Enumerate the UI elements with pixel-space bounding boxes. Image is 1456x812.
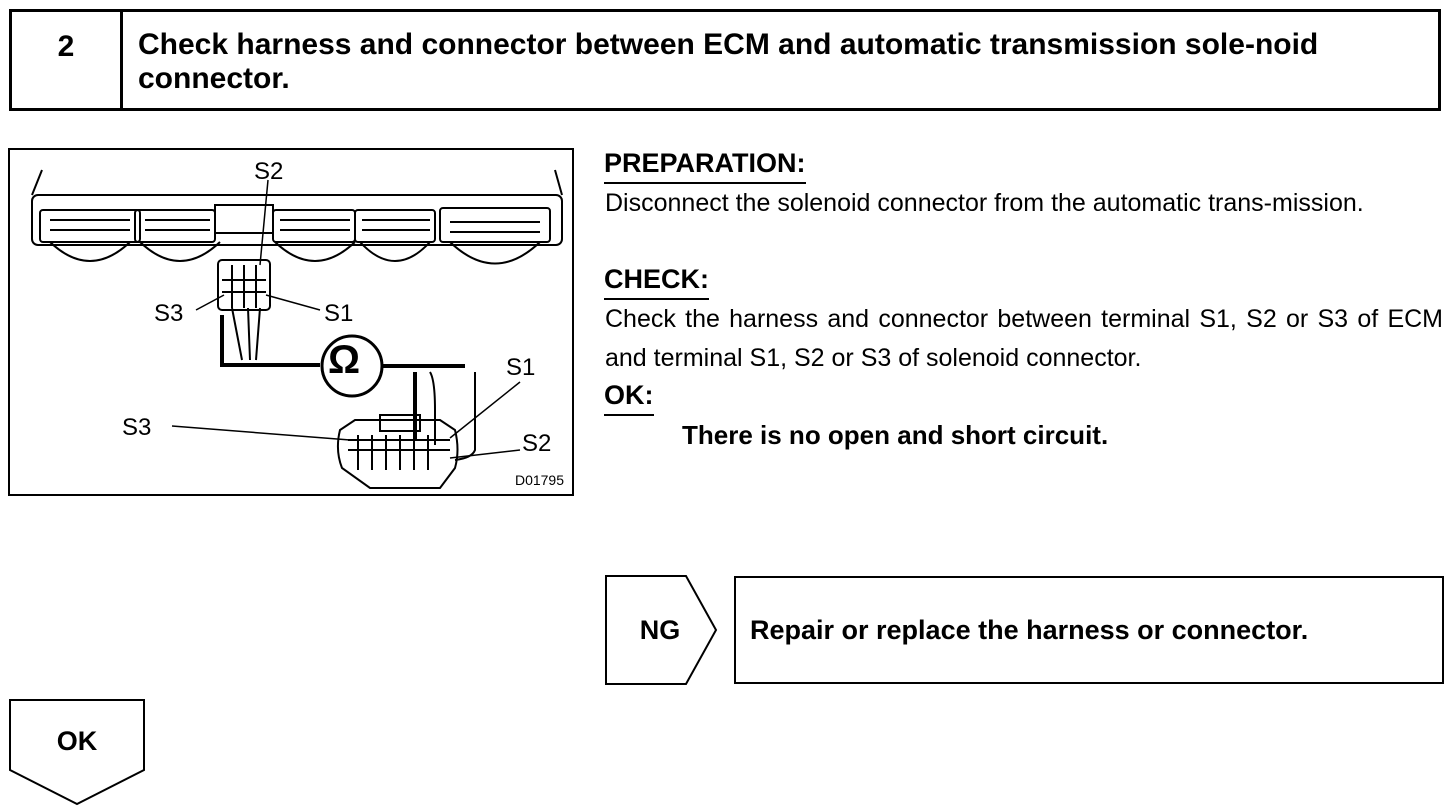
ecm-s2-label: S2 — [254, 158, 284, 185]
ohmmeter-symbol: Ω — [328, 338, 361, 382]
solenoid-s1-label: S1 — [506, 354, 536, 381]
solenoid-s2-label: S2 — [522, 430, 552, 457]
preparation-text: Disconnect the solenoid connector from t… — [605, 189, 1364, 217]
check-text: Check the harness and connector between … — [605, 305, 1443, 372]
ok-condition-text: There is no open and short circuit. — [682, 420, 1109, 450]
ok-heading: OK: — [604, 380, 654, 416]
preparation-heading: PREPARATION: — [604, 148, 806, 184]
step-title: Check harness and connector between ECM … — [138, 28, 1319, 95]
wiring-diagram-illustration — [31, 169, 563, 489]
check-heading: CHECK: — [604, 264, 709, 300]
step-number: 2 — [12, 12, 123, 108]
ecm-s3-label: S3 — [154, 300, 184, 327]
ecm-s1-label: S1 — [324, 300, 354, 327]
ng-result-action: Repair or replace the harness or connect… — [734, 576, 1444, 684]
figure-code: D01795 — [514, 472, 564, 488]
ok-arrow-shape — [9, 699, 145, 806]
ok-result-label: OK — [56, 726, 98, 756]
wiring-figure: S2 S3 S1 Ω S1 S3 S2 D01795 — [8, 148, 574, 496]
ng-result-label: NG — [639, 615, 681, 645]
step-header: 2 Check harness and connector between EC… — [9, 9, 1441, 111]
solenoid-s3-label: S3 — [122, 414, 152, 441]
ng-arrow-shape — [605, 575, 718, 685]
